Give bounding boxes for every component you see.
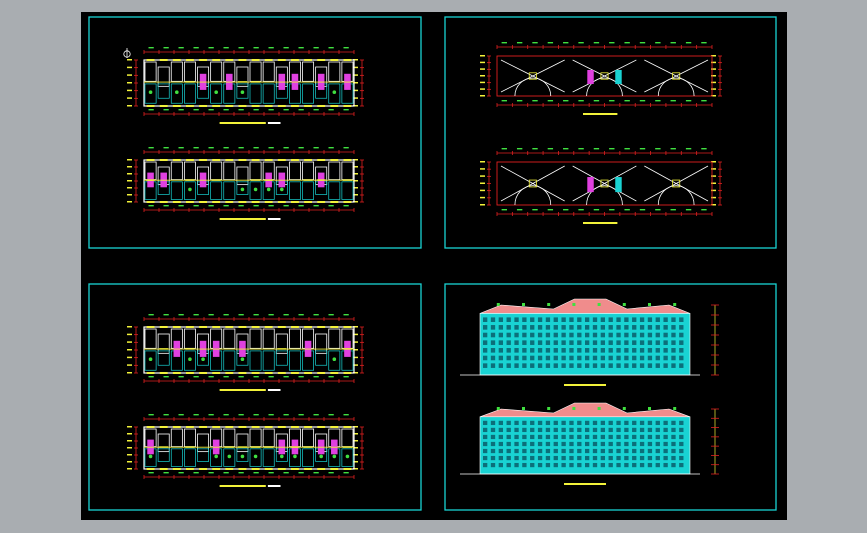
floor-plan-drawing (127, 414, 364, 487)
sheet-frame (88, 283, 422, 511)
sheet-frame (88, 16, 422, 249)
floor-plan-drawing (127, 147, 364, 220)
cad-drawing (88, 16, 777, 511)
elevation-drawing (460, 402, 719, 485)
floor-plan-drawing (123, 47, 364, 124)
drawing-canvas[interactable] (81, 12, 787, 520)
floor-plan-drawing (127, 314, 364, 391)
roof-plan-drawing (480, 148, 722, 224)
sheet-frame (444, 16, 777, 249)
roof-plan-drawing (480, 42, 722, 115)
sheet-floor-plans-lower (88, 283, 422, 511)
sheet-frame (444, 283, 777, 511)
sheet-roof-plans (444, 16, 777, 249)
sheet-elevations (444, 283, 777, 511)
elevation-drawing (460, 298, 719, 386)
sheet-floor-plans-upper (88, 16, 422, 249)
